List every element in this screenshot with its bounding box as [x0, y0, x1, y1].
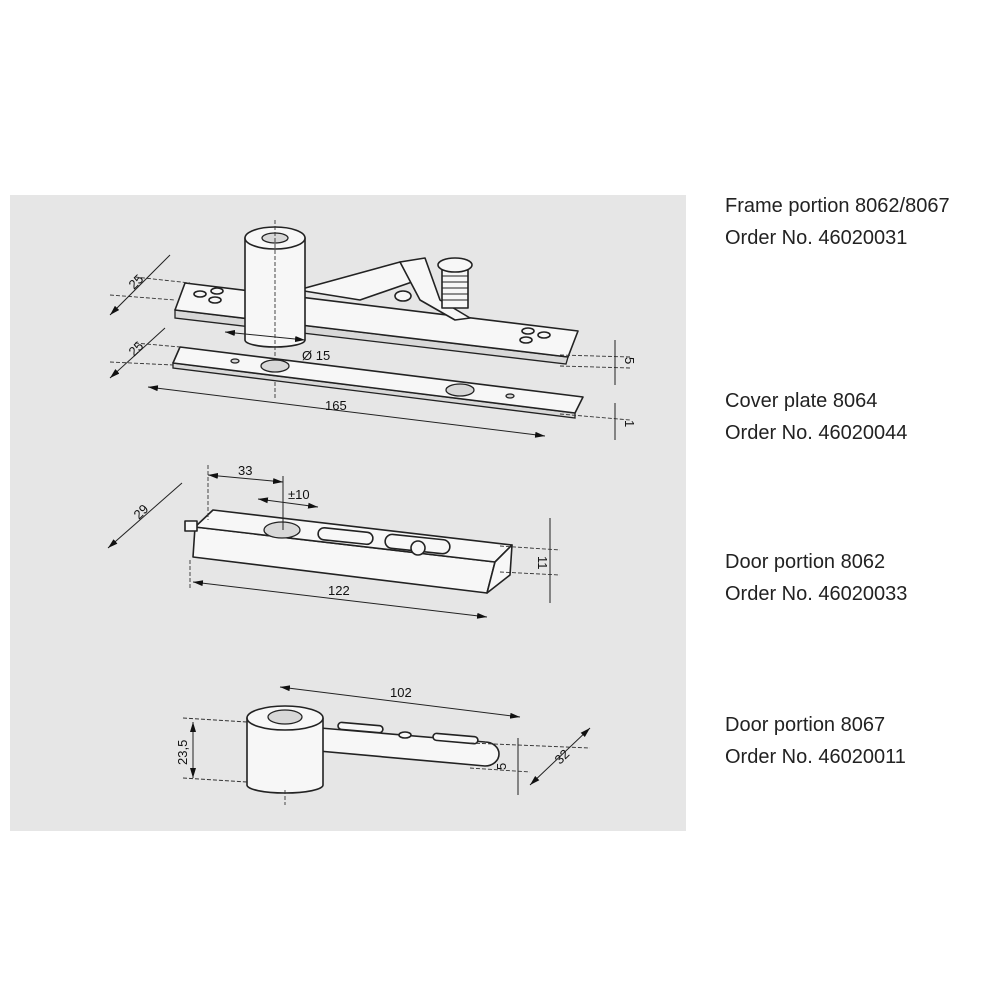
order-number: Order No. 46020033: [725, 583, 908, 605]
dim-door8067-length: 102: [390, 685, 412, 700]
dim-door8067-width: 32: [552, 746, 573, 767]
label-door-portion-8067: Door portion 8067 Order No. 46020011: [725, 709, 906, 773]
order-number: Order No. 46020031: [725, 227, 908, 249]
door-portion-8067-drawing: [246, 705, 500, 794]
dim-door8067-height: 23,5: [175, 740, 190, 765]
dim-frame-thickness: 5: [622, 357, 637, 364]
dim-door8062-offset: 33: [238, 463, 252, 478]
dim-door8062-width: 29: [131, 501, 152, 522]
label-cover-plate: Cover plate 8064 Order No. 46020044: [725, 385, 907, 449]
part-name: Cover plate 8064: [725, 390, 878, 412]
frame-portion-drawing: [174, 220, 579, 400]
dim-door8062-height: 11: [535, 556, 550, 570]
part-name: Frame portion 8062/8067: [725, 195, 950, 217]
dim-cover-length: 165: [325, 398, 347, 413]
label-door-portion-8062: Door portion 8062 Order No. 46020033: [725, 546, 907, 610]
order-number: Order No. 46020044: [725, 422, 908, 444]
dim-door8062-length: 122: [328, 583, 350, 598]
dim-cover-width: 25: [126, 338, 147, 359]
dimension-lines: [107, 254, 631, 805]
dim-door8067-arm: 5: [494, 763, 509, 770]
label-frame-portion: Frame portion 8062/8067 Order No. 460200…: [725, 190, 950, 254]
door-portion-8062-drawing: [184, 509, 513, 594]
order-number: Order No. 46020011: [725, 746, 906, 768]
part-name: Door portion 8062: [725, 551, 886, 573]
dim-cover-thickness: 1: [622, 420, 637, 427]
part-name: Door portion 8067: [725, 714, 886, 736]
dim-pivot-diameter: Ø 15: [302, 348, 330, 363]
dim-door8062-adjust: ±10: [288, 487, 310, 502]
dim-frame-width: 25: [126, 271, 147, 292]
